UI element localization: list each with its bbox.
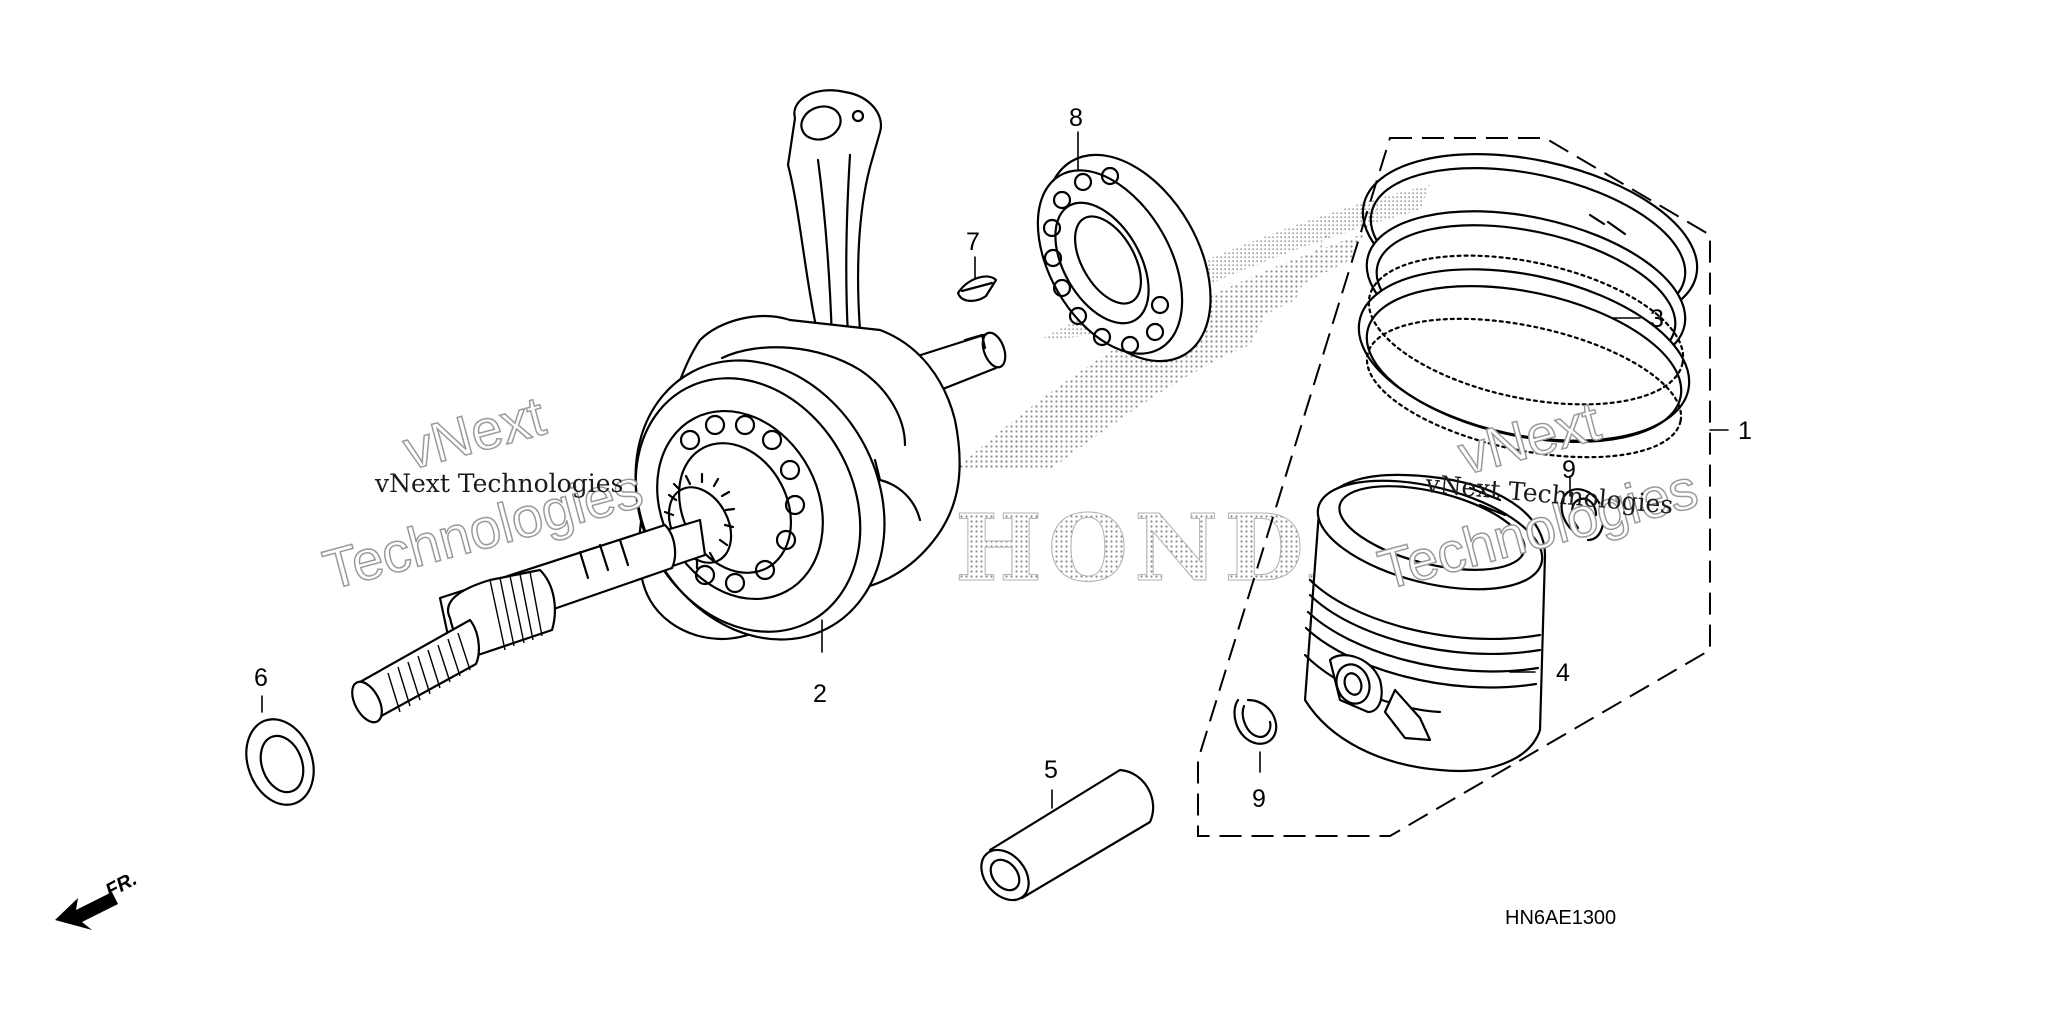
watermark-left-line: vNext Technologies — [374, 469, 623, 498]
piston — [1303, 473, 1547, 772]
callout-9-right: 9 — [1562, 456, 1576, 484]
ball-bearing — [1036, 153, 1212, 363]
callout-4: 4 — [1556, 659, 1570, 687]
honda-logo-text: HONDA — [955, 494, 1387, 602]
piston-assembly-dashed-box — [1197, 137, 1711, 837]
callout-7: 7 — [966, 228, 980, 256]
crankshaft — [351, 89, 1007, 724]
piston-ring-set — [1357, 153, 1699, 459]
callout-6: 6 — [254, 664, 268, 692]
callout-3: 3 — [1650, 305, 1664, 333]
callout-5: 5 — [1044, 756, 1058, 784]
piston-pin-clip-right — [1560, 488, 1605, 542]
leader-lines — [261, 131, 1729, 809]
thrust-washer — [245, 718, 315, 806]
watermark-left-big-word-1: vNext — [397, 384, 552, 482]
callout-1: 1 — [1738, 417, 1752, 445]
woodruff-key — [956, 275, 998, 302]
callout-8: 8 — [1069, 104, 1083, 132]
callout-9-left: 9 — [1252, 785, 1266, 813]
piston-pin — [980, 768, 1155, 902]
piston-pin-clip-left — [1233, 698, 1278, 745]
diagram-code: HN6AE1300 — [1505, 907, 1616, 929]
callout-2: 2 — [813, 680, 827, 708]
front-arrow-icon — [55, 892, 118, 930]
front-marker: FR. — [55, 868, 141, 930]
